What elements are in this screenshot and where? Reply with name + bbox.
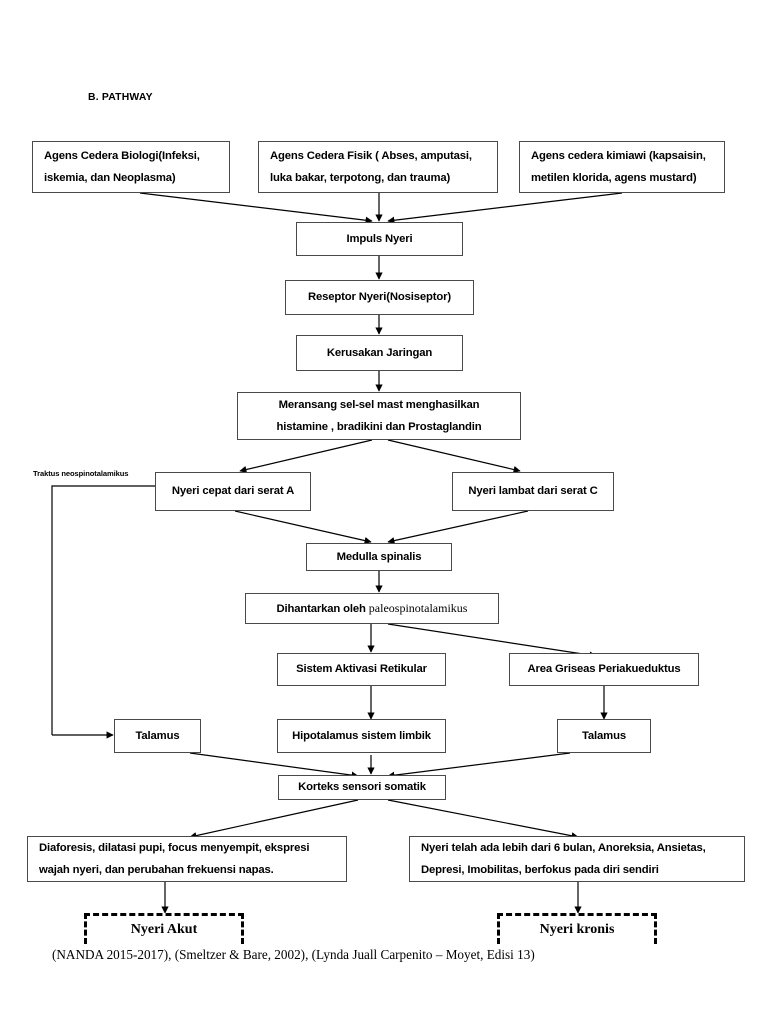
node-acute-signs-line2: wajah nyeri, dan perubahan frekuensi nap… — [39, 864, 274, 876]
citation-line: (NANDA 2015-2017), (Smeltzer & Bare, 200… — [52, 947, 535, 962]
node-chronic-signs-line2: Depresi, Imobilitas, berfokus pada diri … — [421, 864, 659, 876]
node-sistem-aktivasi-retikular-label: Sistem Aktivasi Retikular — [296, 663, 427, 676]
node-area-griseas-label: Area Griseas Periakueduktus — [527, 663, 681, 676]
node-korteks-label: Korteks sensori somatik — [298, 781, 426, 794]
node-cause-physical-line2: luka bakar, terpotong, dan trauma) — [270, 172, 451, 184]
node-reseptor-nyeri-label: Reseptor Nyeri(Nosiseptor) — [308, 291, 451, 304]
node-medulla-spinalis: Medulla spinalis — [306, 543, 452, 571]
node-mast-cells-line2: histamine , bradikini dan Prostaglandin — [276, 421, 482, 433]
node-acute-signs-line1: Diaforesis, dilatasi pupi, focus menyemp… — [39, 841, 310, 854]
node-chronic-signs-line1: Nyeri telah ada lebih dari 6 bulan, Anor… — [421, 841, 706, 854]
node-diagnosis-nyeri-akut: Nyeri Akut — [84, 913, 244, 944]
node-reseptor-nyeri: Reseptor Nyeri(Nosiseptor) — [285, 280, 474, 315]
node-kerusakan-jaringan-label: Kerusakan Jaringan — [326, 346, 433, 359]
node-kerusakan-jaringan: Kerusakan Jaringan — [296, 335, 463, 371]
node-nyeri-kronis-label: Nyeri kronis — [539, 922, 615, 937]
node-serat-c-label: Nyeri lambat dari serat C — [468, 485, 598, 498]
node-mast-cells: Meransang sel-sel mast menghasilkan hist… — [237, 392, 521, 440]
node-mast-cells-line1: Meransang sel-sel mast menghasilkan — [278, 398, 480, 411]
node-acute-signs: Diaforesis, dilatasi pupi, focus menyemp… — [27, 836, 347, 882]
node-cause-physical: Agens Cedera Fisik ( Abses, amputasi, lu… — [258, 141, 498, 193]
node-paleospinotalamikus: Dihantarkan oleh paleospinotalamikus — [245, 593, 499, 624]
node-cause-chemical: Agens cedera kimiawi (kapsaisin, metilen… — [519, 141, 725, 193]
node-paleospinotalamikus-label: Dihantarkan oleh paleospinotalamikus — [277, 597, 468, 620]
node-diagnosis-nyeri-kronis: Nyeri kronis — [497, 913, 657, 944]
node-talamus-left-label: Talamus — [135, 729, 180, 742]
node-cause-biologic: Agens Cedera Biologi(Infeksi, iskemia, d… — [32, 141, 230, 193]
tract-label-neospinotalamikus: Traktus neospinotalamikus — [33, 469, 129, 478]
node-korteks-sensori-somatik: Korteks sensori somatik — [278, 775, 446, 800]
node-serat-a-label: Nyeri cepat dari serat A — [171, 485, 295, 498]
node-paleospinotalamikus-emphasis: paleospinotalamikus — [368, 600, 468, 615]
node-hipotalamus-label: Hipotalamus sistem limbik — [292, 729, 431, 742]
node-chronic-signs: Nyeri telah ada lebih dari 6 bulan, Anor… — [409, 836, 745, 882]
node-medulla-spinalis-label: Medulla spinalis — [336, 550, 422, 563]
node-cause-biologic-line2: iskemia, dan Neoplasma) — [44, 172, 176, 184]
node-serat-a: Nyeri cepat dari serat A — [155, 472, 311, 511]
node-serat-c: Nyeri lambat dari serat C — [452, 472, 614, 511]
node-area-griseas-periakueduktus: Area Griseas Periakueduktus — [509, 653, 699, 686]
node-impuls-nyeri: Impuls Nyeri — [296, 222, 463, 256]
node-nyeri-akut-label: Nyeri Akut — [130, 922, 198, 937]
node-talamus-left: Talamus — [114, 719, 201, 753]
node-sistem-aktivasi-retikular: Sistem Aktivasi Retikular — [277, 653, 446, 686]
node-cause-chemical-line1: Agens cedera kimiawi (kapsaisin, — [531, 149, 706, 162]
node-cause-physical-line1: Agens Cedera Fisik ( Abses, amputasi, — [270, 149, 472, 162]
node-talamus-right: Talamus — [557, 719, 651, 753]
node-cause-chemical-line2: metilen klorida, agens mustard) — [531, 172, 697, 184]
node-paleospinotalamikus-prefix: Dihantarkan oleh — [276, 602, 369, 615]
node-cause-biologic-line1: Agens Cedera Biologi(Infeksi, — [44, 149, 200, 162]
node-talamus-right-label: Talamus — [582, 729, 626, 742]
node-hipotalamus-sistem-limbik: Hipotalamus sistem limbik — [277, 719, 446, 753]
page-title: B. PATHWAY — [88, 92, 153, 103]
node-impuls-nyeri-label: Impuls Nyeri — [346, 232, 413, 245]
